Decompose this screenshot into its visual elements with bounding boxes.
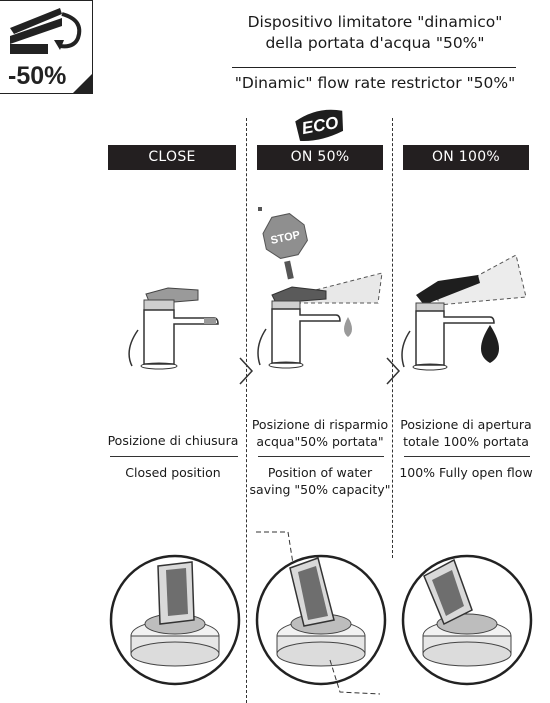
cartridge-closed-detail	[108, 540, 242, 690]
caption-en-100: 100% Fully open flow	[394, 464, 538, 481]
badge: -50%	[0, 0, 93, 94]
header-on-50: ON 50%	[257, 145, 383, 170]
faucet-100-illustration	[398, 245, 538, 375]
caption-divider	[258, 456, 384, 457]
faucet-50-illustration: STOP	[252, 195, 392, 375]
faucet-closed-illustration	[110, 280, 240, 375]
badge-text: -50%	[8, 62, 66, 90]
caption-en-close: Closed position	[105, 464, 241, 481]
eco-badge: ECO	[290, 108, 350, 142]
header-on-100: ON 100%	[403, 145, 529, 170]
flow-restrictor-icon	[10, 8, 82, 54]
caption-it-100: Posizione di apertura totale 100% portat…	[394, 416, 538, 450]
caption-line: 100% Fully open flow	[399, 465, 533, 480]
title-english: "Dinamic" flow rate restrictor "50%"	[234, 74, 516, 92]
caption-en-50: Position of water saving "50% capacity"	[248, 464, 392, 498]
title-divider	[232, 67, 516, 68]
header-close: CLOSE	[108, 145, 236, 170]
caption-it-50: Posizione di risparmio acqua"50% portata…	[248, 416, 392, 450]
caption-line: Posizione di chiusura	[107, 433, 239, 448]
caption-line: saving "50% capacity"	[249, 482, 391, 497]
cartridge-50-detail	[254, 530, 388, 700]
chevron-right-icon	[385, 356, 401, 386]
title-it-line2: della portata d'acqua "50%"	[265, 34, 485, 52]
separator-1	[246, 118, 247, 703]
separator-2	[392, 118, 393, 558]
caption-line: acqua"50% portata"	[256, 434, 384, 449]
caption-line: Posizione di apertura	[400, 417, 532, 432]
caption-it-close: Posizione di chiusura	[105, 432, 241, 449]
caption-divider	[110, 456, 238, 457]
chevron-right-icon	[238, 356, 254, 386]
caption-line: Closed position	[125, 465, 221, 480]
caption-line: Position of water	[267, 465, 373, 480]
caption-line: Posizione di risparmio	[251, 417, 389, 432]
cartridge-100-detail	[400, 540, 534, 690]
title-it-line1: Dispositivo limitatore "dinamico"	[247, 13, 503, 31]
stop-sign-icon: STOP	[258, 207, 308, 280]
title-italian: Dispositivo limitatore "dinamico" della …	[205, 12, 545, 54]
caption-line: totale 100% portata	[403, 434, 529, 449]
caption-divider	[404, 456, 530, 457]
